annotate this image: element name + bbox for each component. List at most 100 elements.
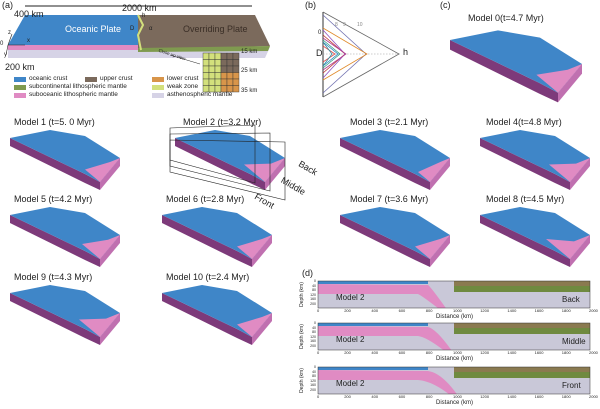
- slab-pink: [82, 235, 120, 259]
- b-geometry-line: [322, 45, 336, 63]
- closeup-cell: [226, 65, 234, 73]
- closeup-cell: [214, 78, 222, 86]
- width-label: 2000 km: [122, 3, 157, 13]
- closeup-cell: [232, 78, 240, 86]
- legend-label: lower crust: [167, 75, 199, 82]
- section-frame: [317, 280, 591, 309]
- section-frame: [317, 322, 591, 351]
- section-xtick: 200: [344, 394, 351, 399]
- overriding-plate: [138, 15, 270, 50]
- closeup-cell: [214, 52, 222, 60]
- legend-label: upper crust: [100, 75, 133, 82]
- section-lithosphere: [454, 328, 590, 334]
- section-ytick: 200: [310, 344, 316, 348]
- slab-side: [450, 40, 558, 103]
- left-label: 400 km: [14, 9, 44, 19]
- model-3-slab: [340, 130, 450, 190]
- legend-swatch: [85, 76, 97, 82]
- legend-item: suboceanic lithospheric mantle: [14, 91, 118, 99]
- model-10-slab: [162, 285, 272, 345]
- section-xtick: 1400: [507, 350, 517, 355]
- closeup-depth-15: 15 km: [241, 49, 258, 55]
- legend-label: weak zone: [167, 83, 199, 90]
- section-xtick: 400: [371, 308, 379, 313]
- closeup-depth-25: 25 km: [241, 68, 258, 74]
- model-5-title: Model 5 (t=4.2 Myr): [14, 194, 93, 204]
- slab-pink: [244, 158, 285, 182]
- legend-item: asthenospheric mantle: [152, 91, 233, 99]
- axis-z: z: [8, 30, 11, 36]
- slab-side: [162, 215, 252, 267]
- closeup-cell: [220, 52, 228, 60]
- closeup-cell: [202, 52, 210, 60]
- closeup-cell: [220, 65, 228, 73]
- section-slab: [318, 326, 452, 350]
- section-xtick: 1000: [453, 394, 462, 399]
- section-xtick: 2000: [589, 308, 598, 313]
- axis-origin: 0: [0, 41, 4, 47]
- closeup-cell: [220, 72, 228, 80]
- section-slice-label: Front: [562, 381, 581, 390]
- section-upper-crust: [454, 323, 590, 328]
- legend-label: suboceanic lithospheric mantle: [29, 91, 118, 98]
- legend-swatch: [152, 84, 164, 90]
- section-ylabel: Depth (km): [298, 282, 305, 307]
- section-xtick: 1000: [453, 308, 462, 313]
- legend-label: subcontinental lithospheric mantle: [29, 83, 127, 90]
- section-xtick: 200: [344, 350, 351, 355]
- section-xtick: 0: [317, 350, 320, 355]
- section-ytick: 200: [310, 388, 316, 392]
- closeup-cell: [226, 59, 234, 67]
- section-xtick: 1000: [453, 350, 462, 355]
- oceanic-plate-label: Oceanic Plate: [65, 24, 122, 34]
- section-frame: [317, 366, 591, 395]
- model-0-title: Model 0(t=4.7 Myr): [468, 13, 544, 23]
- b-geometry-line: [322, 37, 347, 71]
- b-geometry-line: [322, 14, 367, 94]
- model-10-title: Model 10 (t=2.4 Myr): [166, 272, 250, 282]
- section-xtick: 0: [317, 394, 320, 399]
- model-6-title: Model 6 (t=2.8 Myr): [166, 194, 245, 204]
- b-zero-label: 0: [318, 30, 322, 36]
- slab-end: [570, 235, 590, 267]
- section-upper-crust: [454, 281, 590, 286]
- slab-pink: [237, 235, 272, 259]
- closeup-cell: [220, 78, 228, 86]
- panel-d-label: (d): [302, 268, 313, 278]
- closeup-cell: [214, 59, 222, 67]
- slab-side: [10, 138, 100, 190]
- section-ylabel: Depth (km): [298, 324, 305, 349]
- section-xtick: 2000: [589, 394, 598, 399]
- legend-label: asthenospheric mantle: [167, 91, 233, 98]
- model-8-slab: [480, 207, 590, 267]
- closeup-cell: [226, 52, 234, 60]
- b-geometry-line: [322, 39, 341, 69]
- slab-end: [558, 64, 582, 103]
- section-xtick: 0: [317, 308, 320, 313]
- model-4-slab: [480, 130, 590, 190]
- section-ytick: 40: [312, 283, 316, 288]
- b-number: 8: [335, 22, 338, 28]
- section-xtick: 600: [398, 308, 406, 313]
- section-xtick: 400: [371, 394, 379, 399]
- section-ytick: 0: [314, 321, 316, 325]
- slab-pink: [418, 158, 450, 182]
- suboceanic-mantle-layer: [8, 45, 138, 50]
- section-xlabel: Distance (km): [436, 400, 474, 406]
- section-ytick: 80: [312, 330, 316, 335]
- section-ytick: 120: [310, 378, 316, 383]
- model-8-title: Model 8 (t=4.5 Myr): [486, 194, 565, 204]
- closeup-depth-35: 35 km: [241, 88, 258, 94]
- section-xtick: 1200: [480, 394, 490, 399]
- slab-end: [570, 158, 590, 190]
- section-model-label: Model 2: [336, 335, 365, 344]
- slab-side: [10, 293, 100, 345]
- section-ytick: 120: [310, 334, 316, 339]
- section-xtick: 800: [425, 394, 433, 399]
- section-upper-crust: [454, 367, 590, 372]
- oceanic-plate: [8, 15, 138, 45]
- section-oceanic-crust: [318, 323, 428, 326]
- model-7-title: Model 7 (t=3.6 Myr): [350, 194, 429, 204]
- section-xtick: 1600: [534, 308, 544, 313]
